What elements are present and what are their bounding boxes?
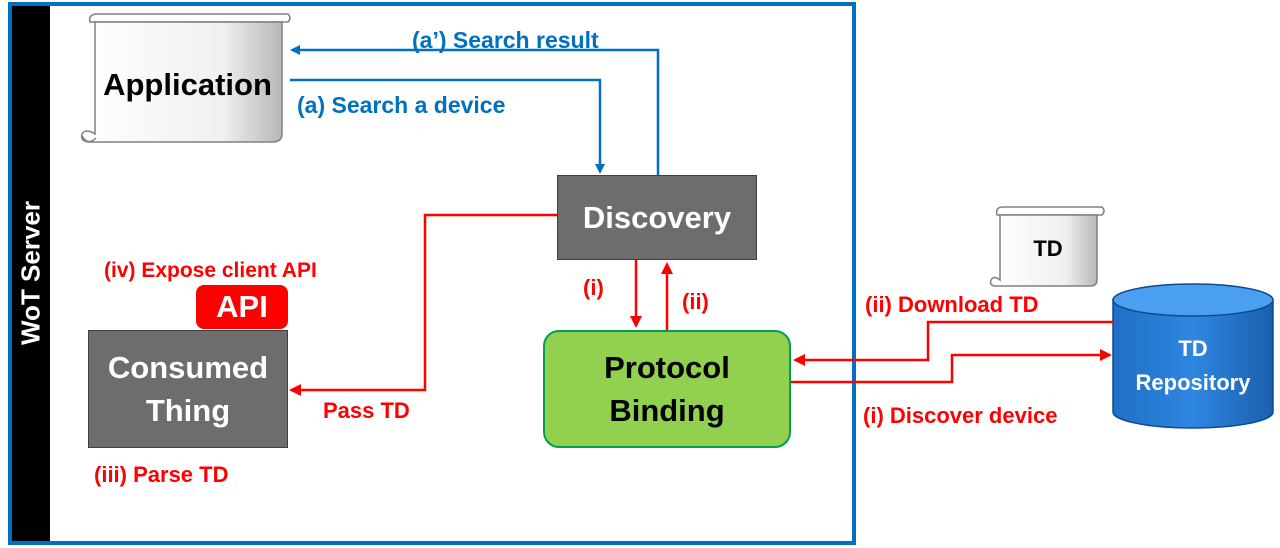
discover-device-label: (i) Discover device — [863, 403, 1058, 428]
td-document-node: TD — [998, 222, 1098, 276]
application-node: Application — [90, 60, 285, 110]
pass-td-label: Pass TD — [323, 398, 410, 423]
api-badge: API — [196, 285, 288, 329]
step-ii-label: (ii) — [682, 289, 709, 314]
protocol-binding-line1: Protocol — [604, 350, 730, 385]
expose-api-label: (iv) Expose client API — [104, 259, 317, 282]
td-document-icon — [989, 206, 1105, 287]
td-repository-line2: Repository — [1135, 370, 1251, 395]
parse-td-label: (iii) Parse TD — [94, 462, 229, 487]
application-label: Application — [103, 67, 272, 102]
td-repository-cylinder — [1112, 283, 1274, 429]
download-td-label: (ii) Download TD — [865, 292, 1039, 317]
wot-server-frame — [8, 2, 856, 545]
protocol-binding-line2: Binding — [609, 393, 725, 428]
td-repository-node: TD Repository — [1113, 326, 1273, 406]
consumed-thing-line2: Thing — [145, 393, 231, 428]
protocol-binding-node: Protocol Binding — [543, 330, 791, 448]
api-badge-label: API — [216, 289, 268, 324]
application-scroll-icon — [80, 13, 291, 143]
discovery-node: Discovery — [557, 175, 757, 260]
td-repository-line1: TD — [1178, 336, 1208, 361]
consumed-thing-line1: Consumed — [107, 350, 269, 385]
search-device-label: (a) Search a device — [297, 92, 506, 118]
consumed-thing-node: Consumed Thing — [88, 330, 288, 448]
td-document-label: TD — [1033, 236, 1063, 261]
step-i-label: (i) — [583, 275, 604, 300]
wot-server-sidebar — [12, 6, 50, 541]
search-result-label: (a’) Search result — [412, 27, 599, 53]
discovery-label: Discovery — [582, 199, 732, 235]
